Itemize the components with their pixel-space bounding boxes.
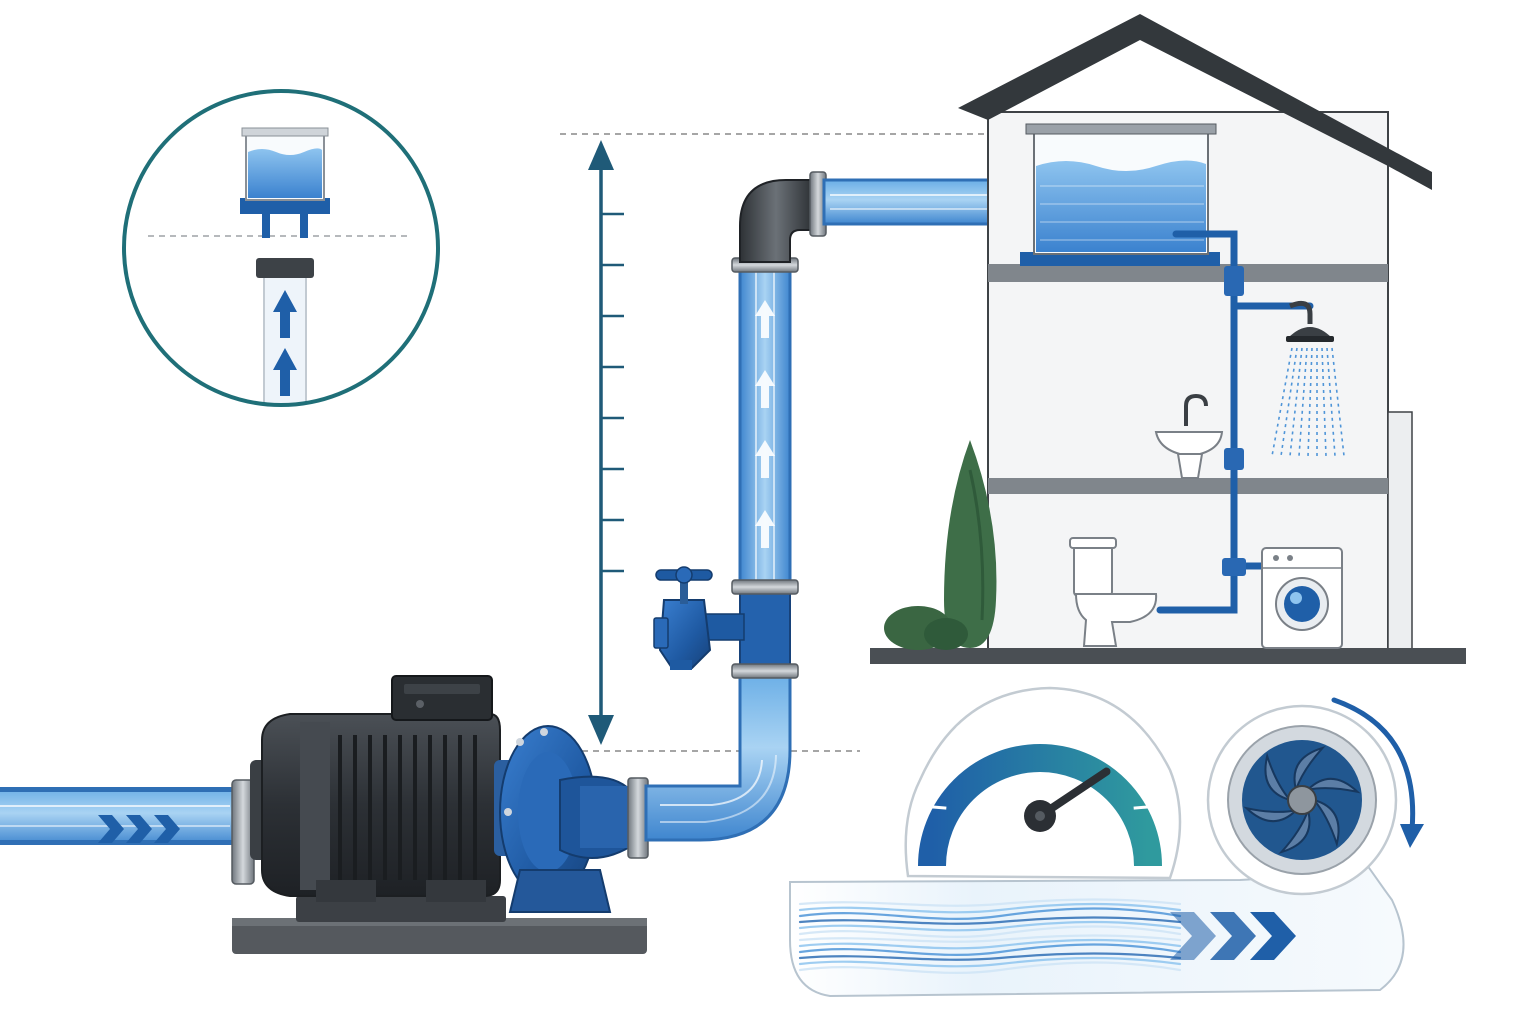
detail-magnifier-icon — [122, 89, 440, 407]
washing-machine-icon — [1261, 547, 1343, 649]
sink-icon — [1154, 393, 1224, 479]
flow-wave-line — [798, 920, 1182, 932]
up-arrow — [755, 440, 775, 478]
impeller-blade — [1278, 806, 1311, 855]
up-arrow — [755, 370, 775, 408]
centrifugal-pump-icon — [494, 725, 649, 913]
impeller-blade — [1243, 806, 1300, 823]
flow-direction-chevrons — [98, 815, 180, 843]
pump-base-plate — [232, 896, 647, 954]
impeller-icon — [1206, 697, 1424, 896]
flow-wave-line — [798, 938, 1182, 950]
flow-wave-line — [798, 898, 1182, 907]
water-flow-icon — [789, 839, 1405, 998]
gauge-tick — [918, 804, 947, 810]
flow-wave-line — [798, 961, 1182, 974]
impeller-blade — [1311, 798, 1340, 848]
flow-wave-line — [798, 925, 1182, 938]
height-scale-icon — [588, 140, 624, 745]
toilet-icon — [1069, 537, 1158, 647]
flow-wave-line — [798, 934, 1182, 943]
electric-motor-icon — [250, 675, 501, 902]
up-arrow — [755, 300, 775, 338]
impeller-blade — [1293, 745, 1326, 794]
flow-wave-line — [798, 916, 1182, 925]
tree-icon — [884, 440, 997, 650]
impeller-blade — [1304, 777, 1361, 794]
height-reference-lines — [560, 133, 985, 752]
flow-wave-line — [798, 956, 1182, 968]
pipe-fittings — [1222, 266, 1246, 576]
inlet-pipe-icon — [0, 779, 255, 885]
rooftop-tank-icon — [1020, 123, 1220, 266]
gauge-tick — [1102, 725, 1124, 748]
pressure-gauge-icon — [904, 686, 1182, 880]
shower-drop-line — [1271, 347, 1293, 457]
flow-wave-line — [798, 943, 1182, 956]
flow-wave-line — [798, 907, 1182, 920]
up-arrow — [755, 510, 775, 548]
gauge-tick — [1133, 804, 1162, 810]
flow-direction-chevrons-large — [1170, 912, 1296, 960]
gate-valve-icon[interactable] — [653, 566, 745, 670]
impeller-blade — [1264, 752, 1293, 802]
upward-flow-arrows — [755, 300, 775, 548]
shower-icon — [1271, 300, 1345, 457]
flow-wave-line — [798, 952, 1182, 961]
flow-wave-line — [798, 902, 1182, 914]
gauge-tick — [956, 725, 978, 748]
